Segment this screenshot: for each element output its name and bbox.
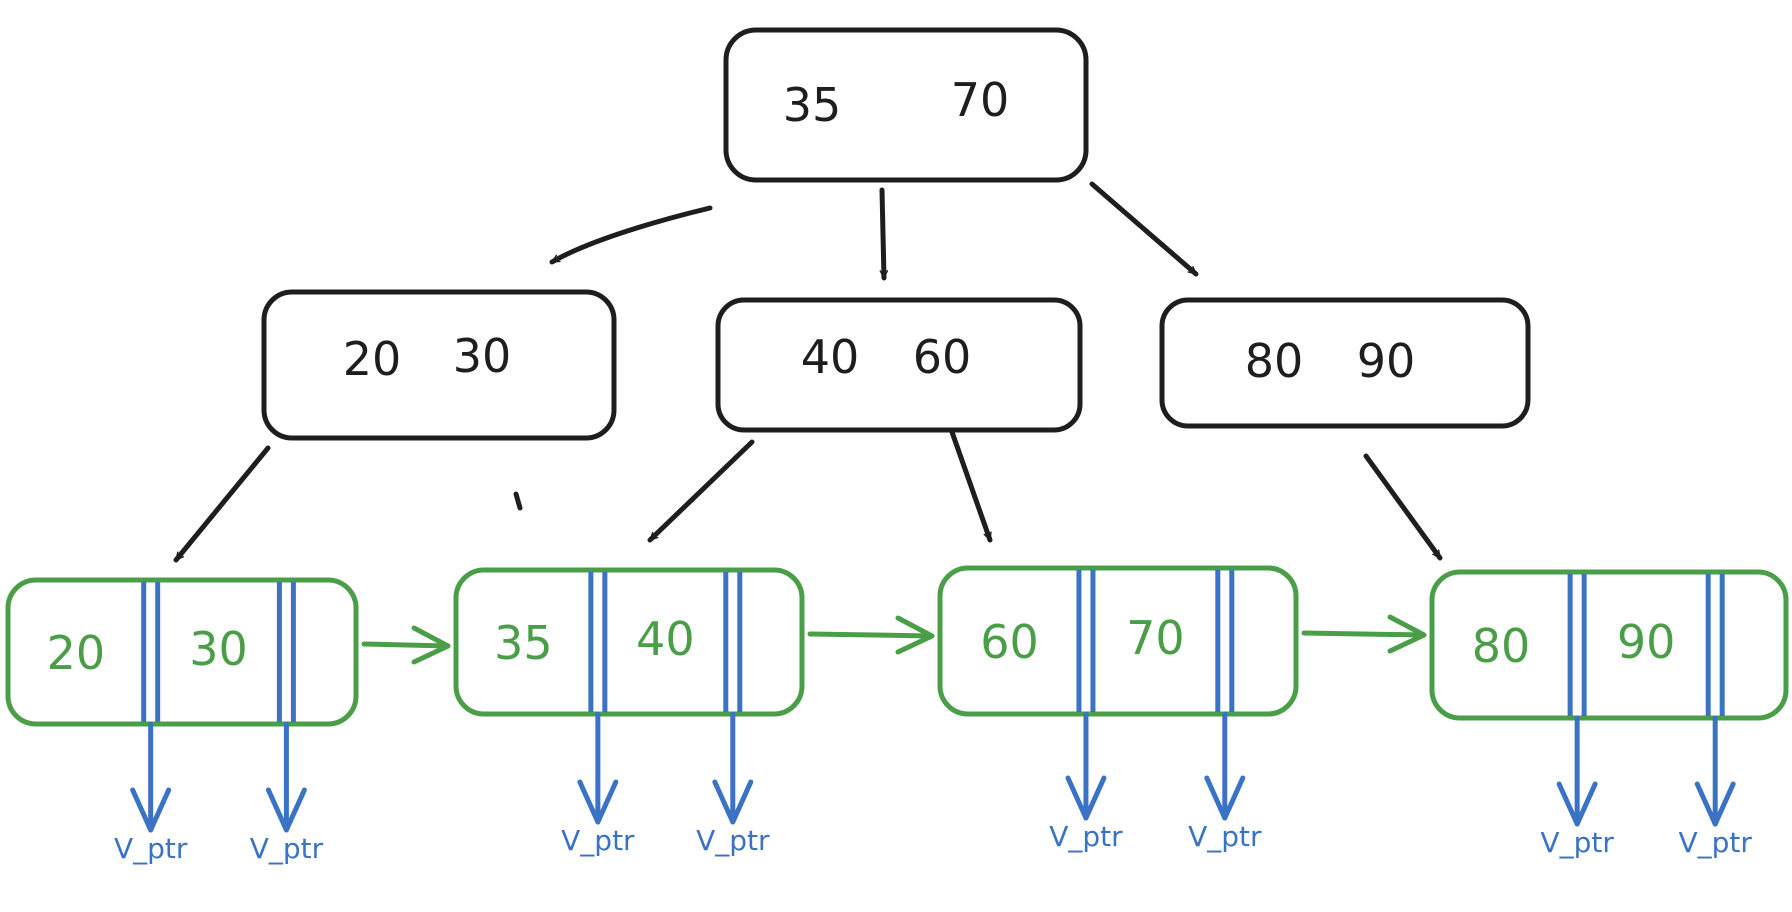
leaf-node-2: V_ptr V_ptr 35 40 [453, 567, 805, 857]
leaf-3-pointer-divider-1 [1076, 570, 1096, 712]
internal-node-2: 40 60 [715, 297, 1083, 433]
leaf-2-pointer-label-1: V_ptr [561, 824, 635, 857]
internal-node-1-key-2: 30 [453, 329, 512, 383]
internal-node-3-key-2: 90 [1357, 334, 1416, 388]
leaf-node-1: V_ptr V_ptr 20 30 [5, 577, 359, 865]
edge-root-to-internal-3 [1089, 181, 1199, 277]
leaf-4-pointer-divider-2 [1705, 574, 1725, 716]
leaf-1-value-pointer-2 [265, 721, 307, 833]
leaf-box [5, 577, 359, 727]
leaf-box [453, 567, 805, 717]
leaf-3-key-2: 70 [1126, 611, 1185, 665]
leaf-3-value-pointer-2 [1204, 711, 1246, 821]
leaf-node-4: V_ptr V_ptr 80 90 [1429, 569, 1789, 859]
leaf-1-key-1: 20 [47, 626, 106, 680]
leaf-4-pointer-divider-1 [1567, 574, 1587, 716]
tree-edges [173, 181, 1443, 563]
edge-root-to-internal-1 [549, 205, 713, 265]
edge-internal-2-to-leaf-3 [949, 429, 993, 543]
leaf-1-pointer-label-2: V_ptr [250, 832, 324, 865]
leaf-1-key-2: 30 [189, 622, 248, 676]
sibling-link-1-to-2 [361, 625, 451, 665]
leaf-level: V_ptr V_ptr 20 30V_ptr V_ptr 35 40V_ptr V_ptr 60… [5, 565, 1789, 865]
internal-node-1-key-1: 20 [343, 332, 402, 386]
leaf-2-pointer-divider-2 [723, 572, 743, 712]
leaf-1-pointer-label-1: V_ptr [114, 832, 188, 865]
leaf-4-value-pointer-1 [1556, 715, 1598, 827]
leaf-sibling-links [361, 614, 1427, 665]
leaf-2-pointer-label-2: V_ptr [696, 824, 770, 857]
sibling-link-3-to-4 [1301, 614, 1427, 654]
leaf-2-key-1: 35 [494, 616, 553, 670]
internal-node-2-key-2: 60 [913, 330, 972, 384]
leaf-3-value-pointer-1 [1065, 711, 1107, 821]
root-key-1: 35 [783, 78, 842, 132]
leaf-2-key-2: 40 [636, 612, 695, 666]
internal-node-3-key-1: 80 [1245, 334, 1304, 388]
leaf-2-value-pointer-1 [577, 711, 619, 825]
leaf-4-pointer-label-2: V_ptr [1678, 826, 1752, 859]
leaf-4-pointer-label-1: V_ptr [1540, 826, 1614, 859]
root-node: 35 70 [723, 27, 1089, 183]
edge-root-to-internal-2 [879, 187, 889, 281]
leaf-3-pointer-divider-2 [1215, 570, 1235, 712]
leaf-node-3: V_ptr V_ptr 60 70 [937, 565, 1299, 853]
edge-internal-2-to-leaf-2 [647, 439, 755, 543]
leaf-2-pointer-divider-1 [588, 572, 608, 712]
edge-internal-1-to-leaf-1 [173, 445, 271, 563]
leaf-2-value-pointer-2 [712, 711, 754, 825]
leaf-box [1429, 569, 1789, 721]
edge-internal-3-to-leaf-4 [1363, 453, 1443, 561]
internal-node-3: 80 90 [1159, 297, 1531, 429]
stray-mark [513, 491, 523, 511]
leaf-3-pointer-label-2: V_ptr [1188, 820, 1262, 853]
internal-node-1: 20 30 [261, 289, 617, 441]
root-key-2: 70 [951, 73, 1010, 127]
leaf-1-pointer-divider-2 [276, 582, 296, 722]
internal-node-2-key-1: 40 [801, 330, 860, 384]
leaf-1-pointer-divider-1 [141, 582, 161, 722]
leaf-4-key-1: 80 [1472, 619, 1531, 673]
leaf-1-value-pointer-1 [130, 721, 172, 833]
leaf-3-pointer-label-1: V_ptr [1049, 820, 1123, 853]
leaf-4-value-pointer-2 [1694, 715, 1736, 827]
leaf-3-key-1: 60 [980, 615, 1039, 669]
leaf-4-key-2: 90 [1617, 615, 1676, 669]
leaf-box [937, 565, 1299, 717]
sibling-link-2-to-3 [807, 615, 935, 655]
